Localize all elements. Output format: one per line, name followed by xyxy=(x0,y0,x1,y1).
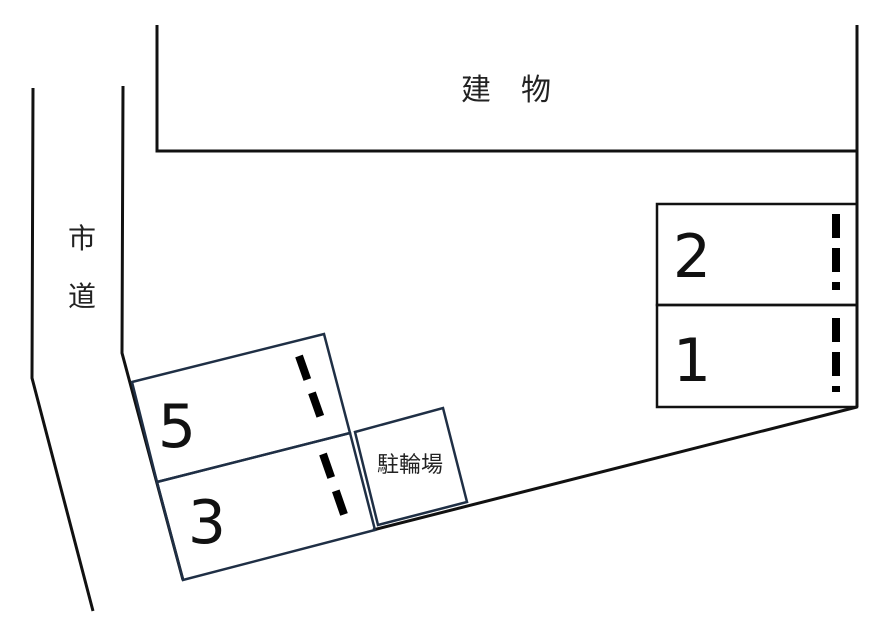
road-edge-outer xyxy=(30,87,95,612)
road-label-char-2: 道 xyxy=(68,280,96,313)
stop-line-5 xyxy=(295,354,327,426)
bicycle-parking-area xyxy=(353,406,469,527)
parking-number-1: 1 xyxy=(673,326,711,396)
property-boundary-south xyxy=(372,405,858,532)
road-edge-inner xyxy=(120,85,185,581)
road-label-char-1: 市 xyxy=(68,222,96,255)
building-label: 建 物 xyxy=(461,73,551,108)
parking-space-3 xyxy=(155,431,377,582)
parking-space-1 xyxy=(655,303,859,409)
building-outline xyxy=(155,25,859,153)
parking-number-2: 2 xyxy=(673,222,711,292)
bicycle-parking-label: 駐輪場 xyxy=(377,453,443,478)
parking-number-5: 5 xyxy=(158,392,196,462)
parking-number-3: 3 xyxy=(188,488,226,558)
stop-line-3 xyxy=(319,452,351,525)
